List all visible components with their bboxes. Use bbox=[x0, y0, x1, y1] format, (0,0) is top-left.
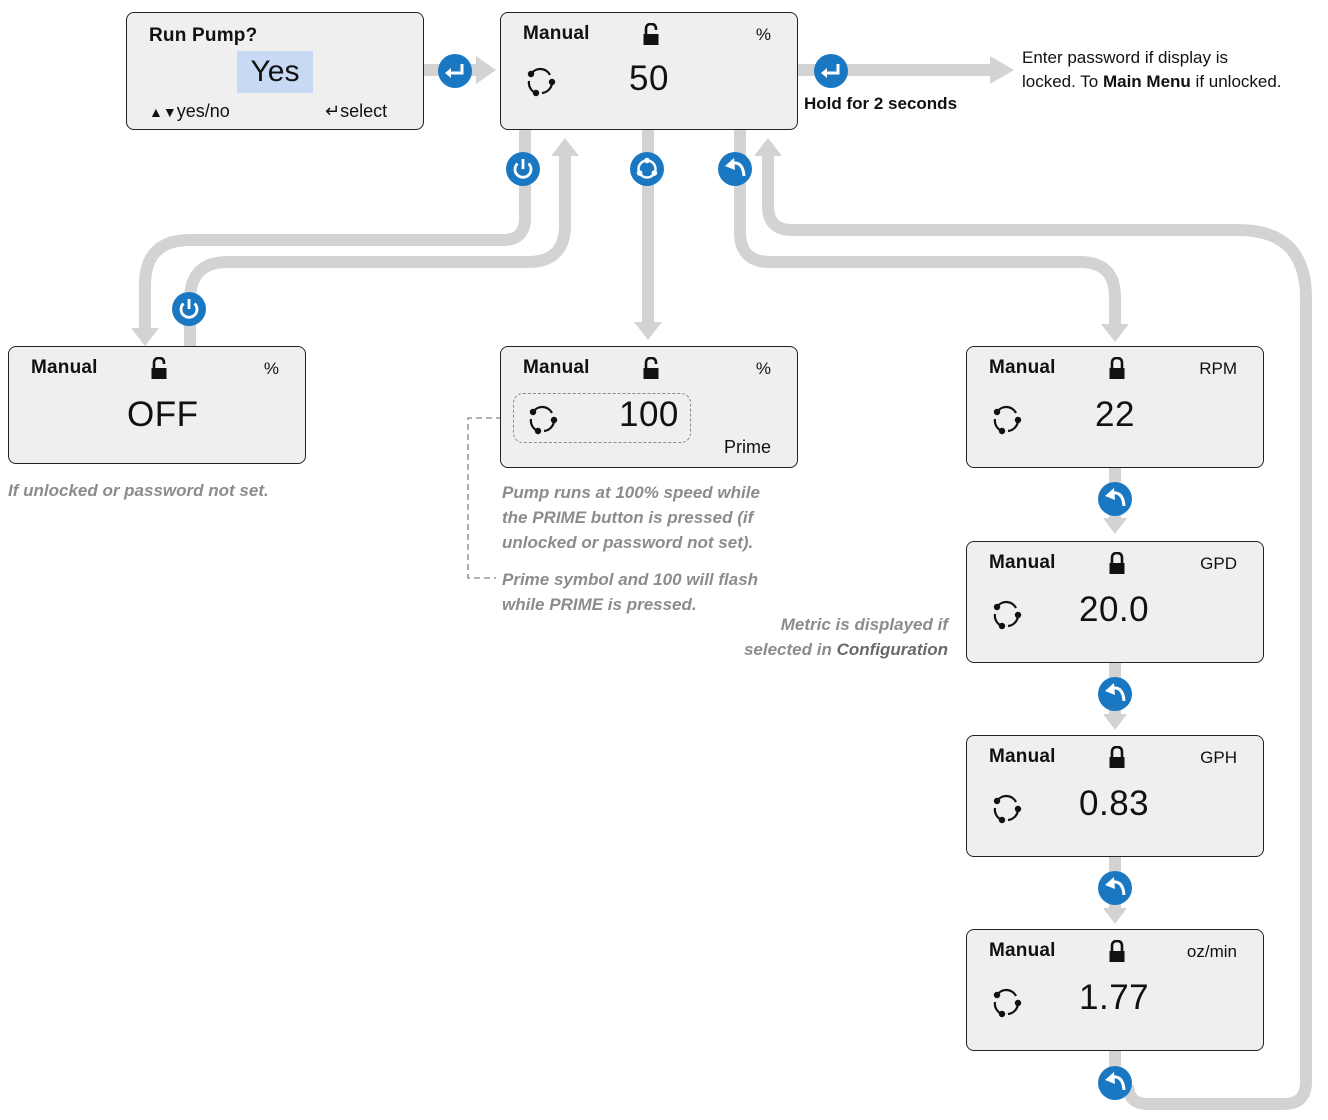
arrow-loop-to-main bbox=[762, 155, 1312, 1110]
arrow-off-to-main bbox=[184, 155, 571, 346]
run-pump-title: Run Pump? bbox=[149, 25, 258, 46]
enter-text: locked. To bbox=[1022, 72, 1103, 91]
enter-text: if unlocked. bbox=[1190, 72, 1282, 91]
gpd-value: 20.0 bbox=[1079, 590, 1150, 629]
pump-rotation-icon bbox=[993, 600, 1022, 630]
unlocked-padlock-icon bbox=[643, 357, 659, 379]
note-prime-flash: Prime symbol and 100 will flash while PR… bbox=[502, 567, 758, 617]
unit-label: oz/min bbox=[1186, 942, 1237, 961]
enter-password-text: Enter password if display is locked. To … bbox=[1022, 46, 1282, 94]
pump-rotation-icon bbox=[529, 405, 558, 435]
prime-label: Prime bbox=[723, 437, 771, 457]
ozmin-value: 1.77 bbox=[1079, 978, 1150, 1017]
back-icon[interactable] bbox=[1098, 871, 1132, 905]
unit-label: % bbox=[755, 25, 771, 44]
pump-rotation-icon bbox=[993, 988, 1022, 1018]
yes-no-hint: ▲▼yes/no bbox=[149, 101, 230, 122]
rpm-value: 22 bbox=[1095, 395, 1135, 434]
run-pump-screen: Run Pump? Yes ▲▼yes/no ↵select bbox=[126, 12, 424, 130]
note-prime-line: Pump runs at 100% speed while bbox=[502, 483, 760, 502]
mode-label: Manual bbox=[989, 552, 1056, 573]
prime-icon[interactable] bbox=[630, 152, 664, 186]
unit-label: % bbox=[755, 359, 771, 378]
back-icon[interactable] bbox=[1098, 1066, 1132, 1100]
gph-value: 0.83 bbox=[1079, 784, 1150, 823]
pump-rotation-icon bbox=[527, 67, 556, 97]
arrowhead bbox=[476, 56, 496, 84]
locked-padlock-icon bbox=[1109, 746, 1125, 768]
hold-label: Hold for 2 seconds bbox=[804, 94, 958, 113]
unlocked-padlock-icon bbox=[151, 357, 167, 379]
prime-speed-value: 100 bbox=[619, 395, 679, 434]
note-metric-line: selected in Configuration bbox=[744, 637, 948, 662]
enter-password-line: Enter password if display is bbox=[1022, 48, 1228, 67]
arrowhead bbox=[1103, 518, 1127, 534]
mode-label: Manual bbox=[989, 357, 1056, 378]
manual-off-screen: Manual % OFF bbox=[8, 346, 306, 464]
unit-label: RPM bbox=[1199, 359, 1237, 378]
locked-padlock-icon bbox=[1109, 357, 1125, 379]
pump-rotation-icon bbox=[993, 794, 1022, 824]
arrowhead bbox=[990, 56, 1014, 84]
note-flash-line: while PRIME is pressed. bbox=[502, 595, 697, 614]
mode-label: Manual bbox=[989, 746, 1056, 767]
off-value: OFF bbox=[127, 395, 199, 434]
arrowhead bbox=[551, 138, 579, 156]
select-label: select bbox=[340, 101, 388, 121]
note-prime: Pump runs at 100% speed while the PRIME … bbox=[502, 480, 760, 555]
arrowhead bbox=[634, 322, 662, 340]
unit-label: GPH bbox=[1200, 748, 1237, 767]
note-off: If unlocked or password not set. bbox=[8, 481, 269, 500]
unlocked-padlock-icon bbox=[643, 23, 659, 45]
main-menu-label: Main Menu bbox=[1102, 72, 1191, 91]
arrow-main-to-off bbox=[139, 130, 531, 330]
back-icon[interactable] bbox=[1098, 677, 1132, 711]
run-pump-value: Yes bbox=[237, 51, 313, 93]
up-down-arrows-icon: ▲▼ bbox=[149, 104, 177, 120]
prime-highlight-box bbox=[513, 393, 691, 443]
mode-label: Manual bbox=[31, 357, 98, 378]
pump-rotation-icon bbox=[993, 405, 1022, 435]
back-icon[interactable] bbox=[1098, 482, 1132, 516]
configuration-label: Configuration bbox=[836, 640, 948, 659]
enter-icon[interactable] bbox=[814, 54, 848, 88]
arrowhead bbox=[1103, 714, 1127, 730]
unit-label: GPD bbox=[1200, 554, 1237, 573]
unit-label: % bbox=[263, 359, 279, 378]
mode-label: Manual bbox=[989, 940, 1056, 961]
speed-value: 50 bbox=[629, 59, 669, 98]
locked-padlock-icon bbox=[1109, 552, 1125, 574]
back-icon[interactable] bbox=[718, 152, 752, 186]
note-prime-line: the PRIME button is pressed (if bbox=[502, 508, 754, 527]
note-flash-line: Prime symbol and 100 will flash bbox=[502, 570, 759, 589]
arrowhead bbox=[131, 328, 159, 346]
enter-symbol-icon: ↵ bbox=[325, 101, 341, 121]
arrowhead bbox=[1101, 324, 1129, 342]
enter-icon[interactable] bbox=[438, 54, 472, 88]
mode-label: Manual bbox=[523, 23, 590, 44]
dashed-callout-line bbox=[467, 417, 512, 579]
manual-prime-screen: Manual % 100 Prime bbox=[500, 346, 798, 468]
manual-ozmin-screen: Manual oz/min 1.77 bbox=[966, 929, 1264, 1051]
note-metric: Metric is displayed if selected in Confi… bbox=[744, 612, 948, 662]
note-prime-line: unlocked or password not set). bbox=[502, 533, 754, 552]
manual-gph-screen: Manual GPH 0.83 bbox=[966, 735, 1264, 857]
manual-rpm-screen: Manual RPM 22 bbox=[966, 346, 1264, 468]
locked-padlock-icon bbox=[1109, 940, 1125, 962]
arrow-main-to-rpm bbox=[734, 130, 1121, 326]
power-icon[interactable] bbox=[172, 292, 206, 326]
enter-password-line: locked. To Main Menu if unlocked. bbox=[1022, 70, 1282, 94]
arrowhead bbox=[1103, 908, 1127, 924]
note-metric-line: Metric is displayed if bbox=[780, 615, 948, 634]
power-icon[interactable] bbox=[506, 152, 540, 186]
yes-no-label: yes/no bbox=[176, 101, 230, 121]
manual-gpd-screen: Manual GPD 20.0 bbox=[966, 541, 1264, 663]
select-hint: ↵select bbox=[325, 101, 387, 122]
note-metric-text: selected in bbox=[743, 640, 837, 659]
arrowhead bbox=[754, 138, 782, 156]
mode-label: Manual bbox=[523, 357, 590, 378]
manual-main-screen: Manual % 50 bbox=[500, 12, 798, 130]
